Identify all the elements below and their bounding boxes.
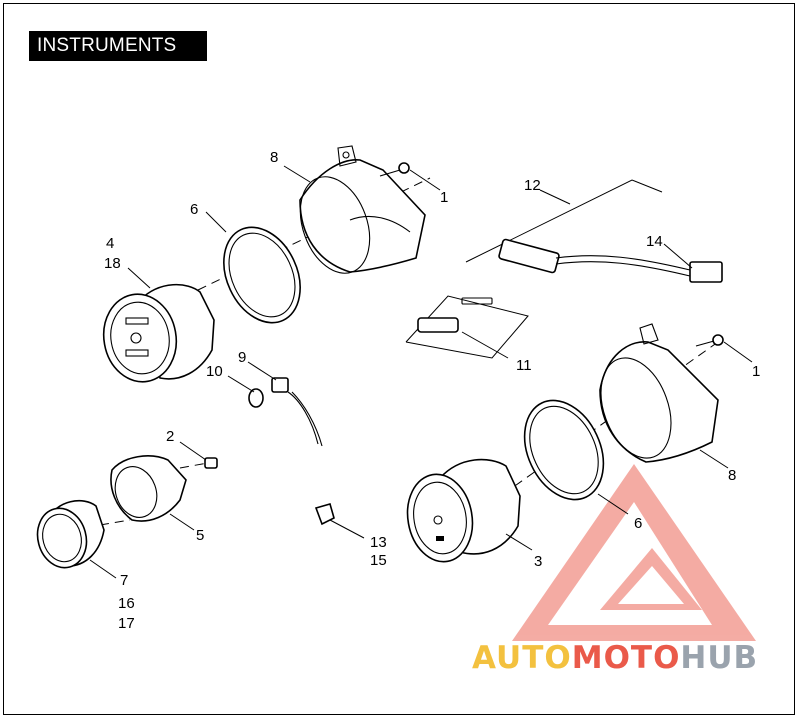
large-gauge-left [102,283,215,383]
upper-visor-housing [299,145,426,274]
callout-13: 13 [370,534,387,551]
screw-lower [695,334,724,347]
large-gauge-right [406,458,521,563]
callout-7: 7 [120,572,128,589]
wiring-harness [465,179,723,283]
callout-16: 16 [118,595,135,612]
callout-5: 5 [196,527,204,544]
callout-1-upper: 1 [440,189,448,206]
indicator-lamp-assembly [405,295,529,359]
callout-10: 10 [206,363,223,380]
callout-18: 18 [104,255,121,272]
callout-6-lower: 6 [634,515,642,532]
watermark-logo-icon [512,464,756,641]
leader-lines [89,165,753,579]
diagram-border [3,3,795,715]
watermark-moto: MOTO [572,640,681,676]
callout-9: 9 [238,349,246,366]
callout-17: 17 [118,615,135,632]
watermark-text: AUTOMOTOHUB [472,640,758,676]
indicator-socket [248,377,323,447]
callout-14: 14 [646,233,663,250]
callout-15: 15 [370,552,387,569]
callout-8-upper: 8 [270,149,278,166]
callout-8-lower: 8 [728,467,736,484]
diagram-title: INSTRUMENTS [29,31,207,61]
upper-gasket-ring [223,226,301,324]
small-gauge [36,499,105,569]
lower-gasket-ring [523,399,605,501]
callout-12: 12 [524,177,541,194]
lower-visor-housing [599,323,719,463]
small-bracket [110,455,187,522]
screw-upper [379,162,410,177]
clip-part [314,503,335,526]
callout-3: 3 [534,553,542,570]
callout-11: 11 [516,357,532,374]
nut-part [204,457,218,469]
watermark-auto: AUTO [472,640,572,676]
callout-4: 4 [106,235,114,252]
watermark-hub: HUB [680,640,758,676]
callout-2: 2 [166,428,174,445]
callout-1-lower: 1 [752,363,760,380]
callout-6-upper: 6 [190,201,198,218]
